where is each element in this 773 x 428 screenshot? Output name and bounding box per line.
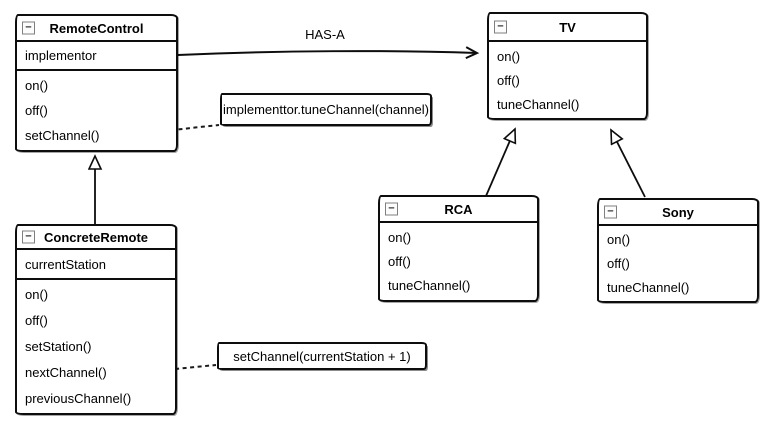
generalization-sony-tv (611, 130, 646, 198)
method: off() (497, 72, 520, 88)
class-sony-titlebar: − Sony (599, 200, 757, 226)
note-setchannel-currentstation[interactable]: setChannel(currentStation + 1) (217, 342, 427, 370)
collapse-icon[interactable]: − (385, 202, 398, 216)
class-rca[interactable]: − RCA on() off() tuneChannel() (378, 195, 539, 302)
method: previousChannel() (25, 390, 132, 406)
collapse-icon[interactable]: − (22, 21, 35, 35)
collapse-icon[interactable]: − (22, 230, 35, 244)
class-remotecontrol-titlebar: − RemoteControl (17, 16, 176, 42)
method: nextChannel() (25, 364, 107, 380)
methods-compartment: on() off() setChannel() (17, 71, 176, 150)
method: setStation() (25, 338, 92, 354)
method: off() (388, 253, 411, 269)
methods-compartment: on() off() tuneChannel() (599, 226, 757, 301)
method: on() (388, 229, 412, 245)
class-remotecontrol[interactable]: − RemoteControl implementor on() off() s… (15, 14, 178, 152)
class-title: TV (559, 19, 576, 35)
methods-compartment: on() off() setStation() nextChannel() pr… (17, 280, 175, 413)
class-title: ConcreteRemote (43, 229, 149, 245)
collapse-icon[interactable]: − (604, 205, 617, 219)
attributes-compartment: currentStation (17, 250, 175, 280)
method: off() (25, 313, 48, 329)
generalization-rca-tv (485, 129, 515, 197)
class-title: RCA (444, 201, 473, 217)
attribute: implementor (25, 48, 97, 63)
note-text: setChannel(currentStation + 1) (233, 348, 411, 364)
association-hasa-line (177, 46, 480, 60)
class-title: Sony (662, 204, 694, 220)
class-concreteremote-titlebar: − ConcreteRemote (17, 226, 175, 250)
method: tuneChannel() (607, 279, 690, 295)
method: setChannel() (25, 128, 100, 143)
class-sony[interactable]: − Sony on() off() tuneChannel() (597, 198, 759, 303)
class-tv[interactable]: − TV on() off() tuneChannel() (487, 12, 648, 120)
class-tv-titlebar: − TV (489, 14, 646, 42)
class-title: RemoteControl (49, 20, 144, 36)
methods-compartment: on() off() tuneChannel() (489, 42, 646, 118)
method: on() (25, 287, 49, 303)
method: on() (25, 78, 49, 93)
methods-compartment: on() off() tuneChannel() (380, 223, 537, 300)
class-rca-titlebar: − RCA (380, 197, 537, 223)
association-label-hasa: HAS-A (293, 27, 357, 42)
note-text: implementtor.tuneChannel(channel) (223, 102, 429, 117)
method: on() (497, 48, 521, 64)
method: tuneChannel() (388, 278, 471, 294)
note-implementtor-tunechannel[interactable]: implementtor.tuneChannel(channel) (220, 93, 432, 126)
method: off() (25, 103, 48, 118)
attribute: currentStation (25, 256, 106, 272)
class-concreteremote[interactable]: − ConcreteRemote currentStation on() off… (15, 224, 177, 415)
method: off() (607, 255, 630, 271)
attributes-compartment: implementor (17, 42, 176, 71)
collapse-icon[interactable]: − (494, 20, 507, 34)
method: on() (607, 232, 631, 248)
method: tuneChannel() (497, 96, 580, 112)
